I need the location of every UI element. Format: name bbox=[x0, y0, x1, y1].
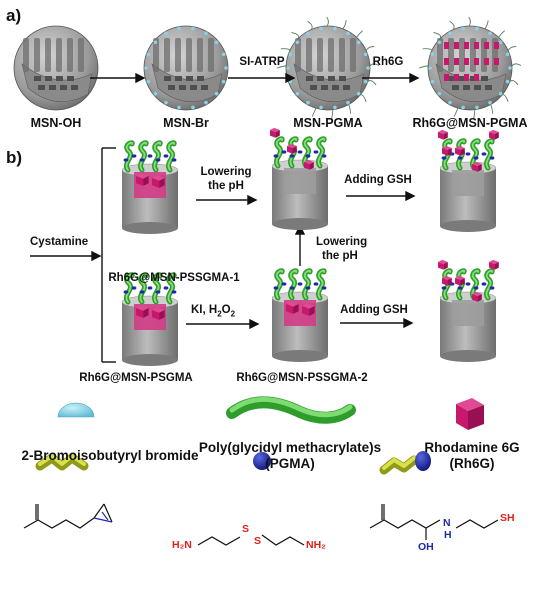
particle-pssgma-1-gsh bbox=[438, 129, 499, 232]
label-msn-br: MSN-Br bbox=[163, 116, 209, 130]
legend-rh6g-1: Rhodamine 6G bbox=[424, 440, 520, 455]
atom-h: H bbox=[444, 529, 452, 541]
legend-icons bbox=[57, 396, 484, 430]
legend-rh6g-2: (Rh6G) bbox=[449, 456, 495, 471]
panel-a-tag: a) bbox=[6, 6, 22, 25]
atom-s1: S bbox=[242, 523, 250, 535]
atom-h2n: H₂N bbox=[172, 539, 192, 551]
particle-pssgma-1 bbox=[121, 140, 179, 234]
structure-gma bbox=[23, 503, 113, 529]
label-pssgma-2: Rh6G@MSN-PSSGMA-2 bbox=[236, 372, 368, 384]
panel-b-tag: b) bbox=[6, 148, 23, 167]
structure-product bbox=[369, 504, 499, 540]
arrow-label-si-atrp: SI-ATRP bbox=[239, 56, 285, 68]
cystamine-bead-icon bbox=[253, 452, 271, 470]
label-lowering-1a: Lowering bbox=[200, 166, 252, 178]
sphere-rh bbox=[418, 16, 522, 119]
label-lowering-1b: the pH bbox=[208, 180, 244, 192]
pgma-chain-icon bbox=[226, 396, 356, 424]
atom-nh2: NH₂ bbox=[306, 539, 326, 551]
sphere-pgma bbox=[276, 16, 380, 119]
panel-a-arrows bbox=[90, 72, 420, 84]
structure-cystamine bbox=[197, 534, 305, 546]
label-adding-gsh-1: Adding GSH bbox=[344, 174, 412, 186]
chemistry-icons bbox=[35, 451, 431, 475]
particle-pssgma-2 bbox=[271, 268, 329, 362]
legend-pgma-2: (PGMA) bbox=[265, 456, 315, 471]
atom-sh: SH bbox=[500, 512, 515, 524]
label-pssgma-1: Rh6G@MSN-PSSGMA-1 bbox=[108, 272, 240, 284]
panel-b-arrows bbox=[30, 147, 416, 363]
atom-n: N bbox=[443, 517, 451, 529]
label-msn-oh: MSN-OH bbox=[30, 116, 82, 130]
sphere-br bbox=[143, 25, 229, 111]
label-ki-h2o2: KI, H2O2 bbox=[191, 304, 236, 319]
panel-a-spheres bbox=[13, 16, 522, 119]
label-cystamine: Cystamine bbox=[30, 236, 89, 248]
rh6g-cube-icon bbox=[456, 398, 484, 430]
legend-bromide: 2-Bromoisobutyryl bromide bbox=[21, 448, 199, 463]
label-rh6g-msn-pgma: Rh6G@MSN-PGMA bbox=[412, 116, 528, 130]
panel-b-particles bbox=[121, 127, 499, 366]
particle-pssgma-1-low-ph bbox=[270, 127, 329, 230]
particle-pssgma-2-gsh bbox=[438, 259, 499, 362]
label-adding-gsh-2: Adding GSH bbox=[340, 304, 408, 316]
arrow-label-rh6g: Rh6G bbox=[372, 56, 404, 68]
label-msn-pgma: MSN-PGMA bbox=[293, 116, 363, 130]
label-lowering-2b: the pH bbox=[322, 250, 358, 262]
particle-psgma bbox=[121, 272, 179, 366]
bromide-bead-icon bbox=[57, 402, 95, 418]
label-lowering-2a: Lowering bbox=[316, 236, 368, 248]
atom-s2: S bbox=[254, 535, 262, 547]
atom-oh: OH bbox=[418, 541, 434, 553]
sphere-oh bbox=[13, 25, 99, 111]
legend-pgma-1: Poly(glycidyl methacrylate)s bbox=[198, 440, 382, 455]
label-psgma: Rh6G@MSN-PSGMA bbox=[79, 372, 193, 384]
